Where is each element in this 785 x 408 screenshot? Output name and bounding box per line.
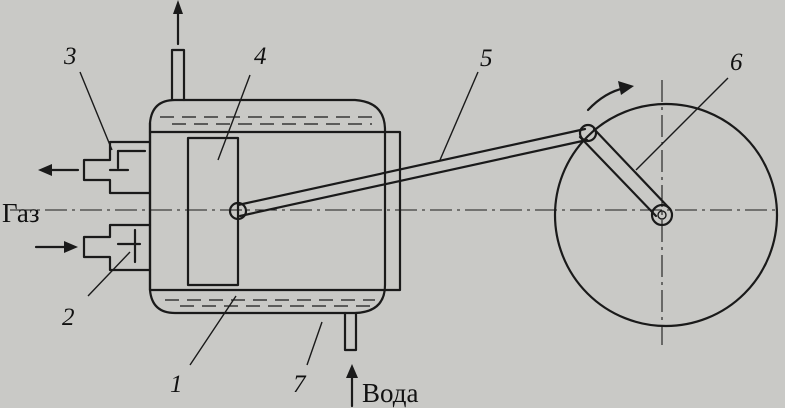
label-5: 5 — [480, 45, 493, 72]
crank-arm-right — [592, 127, 672, 211]
intake-valve-body — [82, 223, 152, 272]
label-3: 3 — [63, 43, 77, 70]
crank-arm-left — [578, 135, 658, 218]
crankshaft-center — [657, 210, 667, 220]
connecting-rod-upper — [236, 127, 587, 207]
rotation-arrow-head — [618, 81, 634, 95]
leader-1 — [189, 295, 237, 366]
crank-pin — [578, 123, 598, 143]
label-2: 2 — [62, 304, 75, 331]
leader-3 — [79, 71, 113, 151]
gas-label: Газ — [2, 198, 40, 228]
leader-2 — [87, 251, 131, 297]
label-7: 7 — [293, 371, 307, 398]
piston — [186, 136, 240, 287]
exhaust-arrow-head — [38, 164, 52, 176]
flywheel — [553, 102, 779, 328]
cooling-jacket — [148, 98, 387, 315]
label-1: 1 — [170, 371, 183, 398]
leader-5 — [439, 71, 479, 161]
leader-4 — [217, 74, 251, 161]
water-inlet-arrow-head — [346, 364, 358, 378]
water-inlet-pipe — [343, 311, 358, 352]
intake-arrow-head — [64, 241, 78, 253]
connecting-rod-lower — [238, 138, 589, 218]
piston-pin — [228, 201, 248, 221]
leader-7 — [306, 321, 323, 366]
leader-6 — [635, 77, 729, 171]
water-label: Вода — [362, 378, 418, 408]
cylinder-wall — [148, 130, 402, 292]
water-outlet-pipe — [170, 48, 186, 102]
label-4: 4 — [254, 43, 267, 70]
crankshaft-pin — [650, 203, 674, 227]
rotation-arrow-arc — [586, 86, 627, 112]
water-outlet-arrow-head — [173, 0, 183, 14]
label-6: 6 — [730, 49, 743, 76]
